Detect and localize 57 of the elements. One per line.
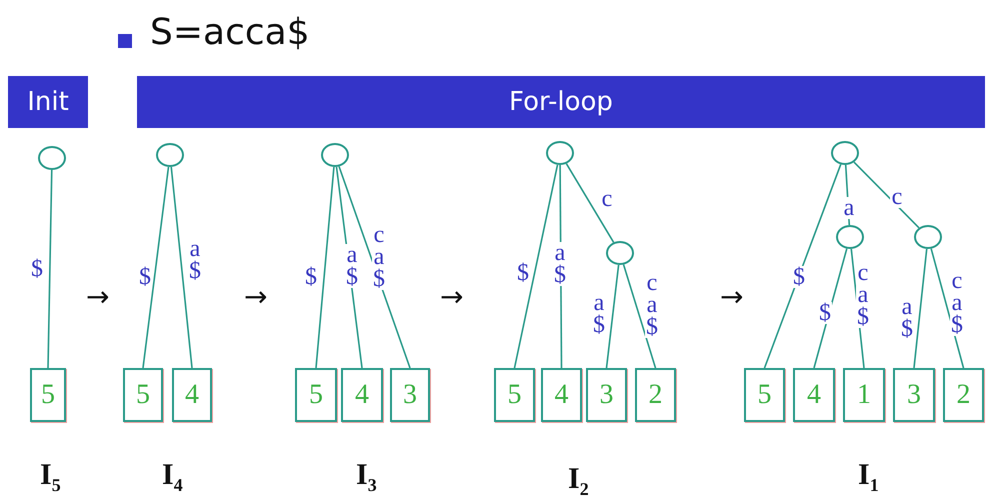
tree-edge: [844, 164, 850, 226]
tree-edge: [47, 170, 53, 368]
leaf-box: 3: [390, 368, 430, 422]
header-band: Init: [8, 76, 88, 128]
step-arrow: →: [440, 280, 464, 313]
tree-edge: [514, 164, 558, 368]
edge-label: a$: [553, 242, 567, 286]
leaf-box: 4: [541, 368, 582, 422]
node-circle: [321, 143, 349, 167]
leaf-box: 4: [172, 368, 212, 422]
edge-label: $: [516, 262, 530, 284]
tree-edge: [315, 166, 335, 368]
leaf-box: 3: [586, 368, 627, 422]
tree-edge: [170, 166, 193, 368]
edge-label: $: [138, 266, 152, 288]
step-arrow: →: [86, 280, 110, 313]
node-circle: [546, 141, 574, 165]
node-circle: [606, 241, 634, 265]
leaf-box: 4: [341, 368, 383, 422]
tree-name: I$_{5}$: [40, 458, 61, 496]
tree-name: I$_{4}$: [162, 458, 183, 496]
node-circle: [38, 146, 66, 170]
step-arrow: →: [244, 280, 268, 313]
edge-label: $: [30, 258, 44, 280]
tree-name: I$_{1}$: [858, 458, 879, 496]
leaf-box: 2: [943, 368, 984, 422]
tree-edge: [606, 264, 620, 368]
leaf-box: 5: [494, 368, 535, 422]
tree-name: I$_{3}$: [356, 458, 377, 496]
tree-edge: [622, 264, 656, 368]
edge-label: $: [304, 266, 318, 288]
leaf-box: 5: [30, 368, 66, 422]
leaf-box: 5: [295, 368, 337, 422]
title: S=acca$: [150, 12, 310, 53]
tree-edge: [566, 163, 614, 243]
header-band: For-loop: [137, 76, 985, 128]
node-circle: [836, 225, 864, 249]
tree-edge: [853, 162, 920, 228]
tree-edge: [142, 166, 170, 368]
leaf-box: 1: [843, 368, 885, 422]
tree-edge: [764, 164, 842, 368]
edge-label: $: [818, 302, 832, 324]
tree-edge: [813, 248, 848, 368]
step-arrow: →: [720, 280, 744, 313]
leaf-box: 5: [744, 368, 785, 422]
node-circle: [914, 225, 942, 249]
leaf-box: 3: [893, 368, 935, 422]
leaf-box: 2: [635, 368, 676, 422]
leaf-box: 4: [793, 368, 835, 422]
tree-edge: [913, 248, 928, 368]
leaf-box: 5: [123, 368, 163, 422]
node-circle: [156, 143, 184, 167]
edge-label: a$: [345, 244, 359, 288]
edge-label: a: [842, 197, 856, 219]
node-circle: [831, 141, 859, 165]
edge-label: $: [792, 266, 806, 288]
tree-name: I$_{2}$: [568, 462, 589, 500]
